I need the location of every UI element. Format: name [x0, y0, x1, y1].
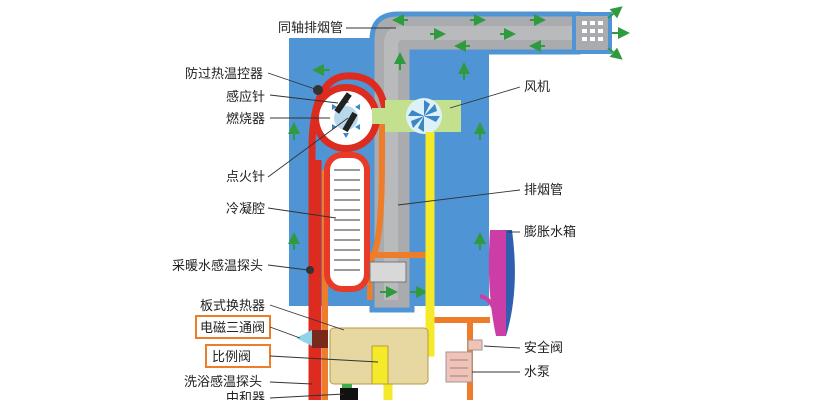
- label-overheat-control: 防过热温控器: [185, 66, 263, 82]
- neutralizer: [340, 388, 358, 400]
- burner-assembly: [312, 84, 380, 152]
- condensate-trap: [369, 261, 407, 283]
- label-expansion-tank: 膨胀水箱: [524, 224, 576, 240]
- label-water-pump: 水泵: [524, 365, 550, 380]
- heating-water-probe: [306, 266, 314, 274]
- label-neutralizer: 中和器: [226, 391, 265, 400]
- label-condensing-chamber: 冷凝腔: [226, 201, 265, 217]
- solenoid-3way-valve: [296, 330, 328, 348]
- label-burner: 燃烧器: [226, 111, 265, 127]
- label-proportional-valve: 比例阀: [212, 350, 251, 365]
- condensing-chamber: [324, 152, 370, 292]
- label-exhaust-pipe: 排烟管: [524, 183, 563, 198]
- leader-lines: [267, 27, 521, 399]
- safety-valve: [467, 339, 483, 351]
- label-safety-valve: 安全阀: [524, 340, 563, 356]
- label-heating-water-probe: 采暖水感温探头: [172, 258, 263, 274]
- label-plate-heat-exchanger: 板式换热器: [200, 299, 265, 314]
- label-ignition-pin: 点火针: [226, 170, 265, 185]
- expansion-tank: [479, 230, 515, 337]
- sensor-pin: [334, 92, 352, 114]
- label-sensor-pin: 感应针: [226, 89, 265, 105]
- ignition-pin: [342, 111, 358, 133]
- label-bath-temp-probe: 洗浴感温探头: [184, 374, 262, 390]
- label-solenoid-3way-valve: 电磁三通阀: [200, 321, 265, 336]
- fan: [372, 98, 461, 134]
- flow-arrows: [288, 6, 630, 298]
- label-coaxial-flue: 同轴排烟管: [278, 21, 343, 36]
- label-fan: 风机: [524, 80, 550, 95]
- water-pump: [445, 351, 473, 383]
